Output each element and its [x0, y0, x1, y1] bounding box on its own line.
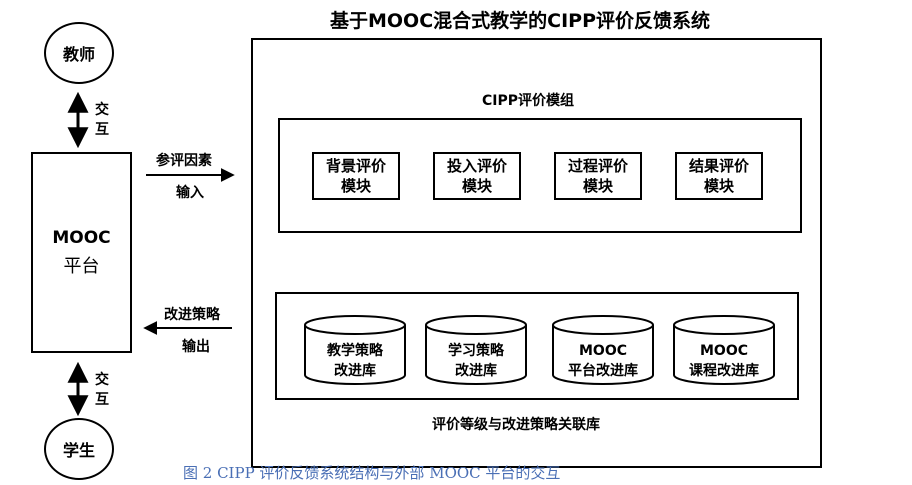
- interact-label-top: 交 互: [95, 102, 109, 138]
- cipp-system-frame: [251, 38, 822, 468]
- library-cylinder-4: [673, 315, 775, 385]
- library-group: [275, 292, 799, 400]
- output-flow-label-bottom: 输出: [182, 339, 210, 355]
- library-cylinder-2: [425, 315, 527, 385]
- input-evaluation-module: 投入评价 模块: [433, 152, 521, 200]
- library-group-title: 评价等级与改进策略关联库: [432, 417, 600, 433]
- diagram-title: 基于MOOC混合式教学的CIPP评价反馈系统: [330, 10, 711, 32]
- figure-caption: 图 2 CIPP 评价反馈系统结构与外部 MOOC 平台的交互: [183, 464, 561, 482]
- process-evaluation-module: 过程评价 模块: [554, 152, 642, 200]
- mooc-platform-library: MOOC 平台改进库: [568, 343, 638, 379]
- mooc-course-library: MOOC 课程改进库: [689, 343, 759, 379]
- platform-label-line2: 平台: [63, 255, 100, 277]
- student-node: 学生: [44, 418, 114, 480]
- library-cylinder-3: [552, 315, 654, 385]
- input-flow-label-top: 参评因素: [156, 153, 212, 169]
- cipp-module-group: [278, 118, 802, 233]
- context-evaluation-module: 背景评价 模块: [312, 152, 400, 200]
- learning-strategy-library: 学习策略 改进库: [448, 343, 504, 379]
- output-flow-label-top: 改进策略: [164, 307, 220, 323]
- teacher-node: 教师: [44, 22, 114, 84]
- platform-label-line1: MOOC: [52, 227, 111, 248]
- product-evaluation-module: 结果评价 模块: [675, 152, 763, 200]
- teacher-label: 教师: [62, 45, 95, 64]
- mooc-platform-box: MOOC 平台: [31, 152, 132, 353]
- cipp-group-title: CIPP评价模组: [482, 93, 575, 109]
- student-label: 学生: [62, 441, 95, 460]
- library-cylinder-1: [304, 315, 406, 385]
- interact-label-bottom: 交 互: [95, 372, 109, 408]
- teaching-strategy-library: 教学策略 改进库: [327, 343, 383, 379]
- input-flow-label-bottom: 输入: [176, 185, 204, 201]
